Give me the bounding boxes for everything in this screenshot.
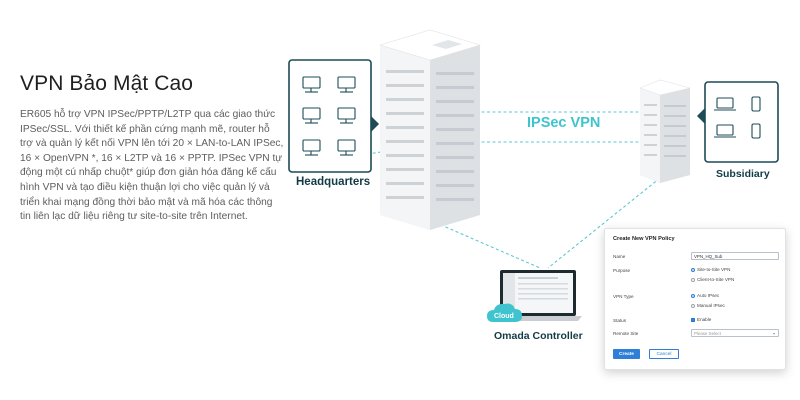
headquarters-label: Headquarters [296, 176, 371, 188]
radio-icon[interactable] [691, 303, 695, 308]
desktop-icon [302, 76, 321, 93]
hq-devices-panel [288, 59, 372, 173]
ipsec-vpn-label: IPSec VPN [527, 115, 601, 131]
create-button[interactable]: Create [613, 349, 640, 359]
desktop-icon [302, 107, 321, 124]
remote-site-label: Remote Site [613, 331, 639, 336]
purpose-row: Purpose Site-to-Site VPN Client-to-Site … [613, 267, 778, 287]
name-row: Name VPN_HQ_Sub [613, 252, 779, 262]
checkbox-checked-icon[interactable] [691, 317, 695, 322]
radio-icon[interactable] [691, 277, 695, 282]
status-label: Status [613, 318, 627, 323]
subsidiary-label: Subsidiary [716, 168, 770, 180]
desktop-icon [302, 139, 321, 156]
subsidiary-devices-panel [704, 81, 779, 163]
sub-controller-line [547, 177, 661, 269]
name-label: Name [613, 254, 626, 259]
radio-selected-icon[interactable] [691, 267, 695, 272]
vpn-type-label: VPN Type [613, 294, 634, 299]
remote-site-select[interactable]: Please Select ▾ [691, 329, 779, 337]
purpose-option-site-to-site[interactable]: Site-to-Site VPN [691, 267, 730, 272]
hq-controller-line [394, 204, 541, 269]
headquarters-building-icon [371, 29, 482, 230]
cloud-label: Cloud [494, 313, 514, 320]
create-vpn-policy-dialog: Create New VPN Policy Name VPN_HQ_Sub Pu… [604, 228, 786, 370]
name-input[interactable]: VPN_HQ_Sub [691, 252, 779, 260]
vpn-type-option-auto[interactable]: Auto IPsec [691, 293, 719, 298]
feature-description: ER605 hỗ trợ VPN IPSec/PPTP/L2TP qua các… [20, 109, 284, 223]
subsidiary-building-icon [639, 79, 705, 183]
cloud-icon [487, 303, 522, 322]
purpose-option-client-to-site[interactable]: Client-to-Site VPN [691, 277, 734, 282]
remote-site-row: Remote Site Please Select ▾ [613, 329, 779, 339]
smartphone-icon [751, 96, 761, 112]
status-row: Status Enable [613, 317, 778, 326]
cancel-button[interactable]: Cancel [649, 349, 679, 359]
text-column: VPN Bảo Mật Cao ER605 hỗ trợ VPN IPSec/P… [20, 72, 285, 225]
page-heading: VPN Bảo Mật Cao [20, 72, 194, 95]
chevron-down-icon: ▾ [772, 331, 775, 336]
desktop-icon [337, 139, 356, 156]
purpose-label: Purpose [613, 268, 631, 273]
radio-selected-icon[interactable] [691, 293, 695, 298]
dialog-title: Create New VPN Policy [613, 236, 675, 242]
smartphone-icon [751, 123, 761, 139]
omada-controller-laptop-icon [494, 270, 582, 321]
laptop-icon [714, 97, 736, 111]
desktop-icon [337, 107, 356, 124]
laptop-icon [714, 124, 736, 138]
vpn-type-option-manual[interactable]: Manual IPsec [691, 303, 725, 308]
status-enable-checkbox[interactable]: Enable [691, 317, 711, 322]
omada-controller-label: Omada Controller [494, 330, 583, 342]
desktop-icon [337, 76, 356, 93]
vpn-type-row: VPN Type Auto IPsec Manual IPsec [613, 293, 778, 313]
